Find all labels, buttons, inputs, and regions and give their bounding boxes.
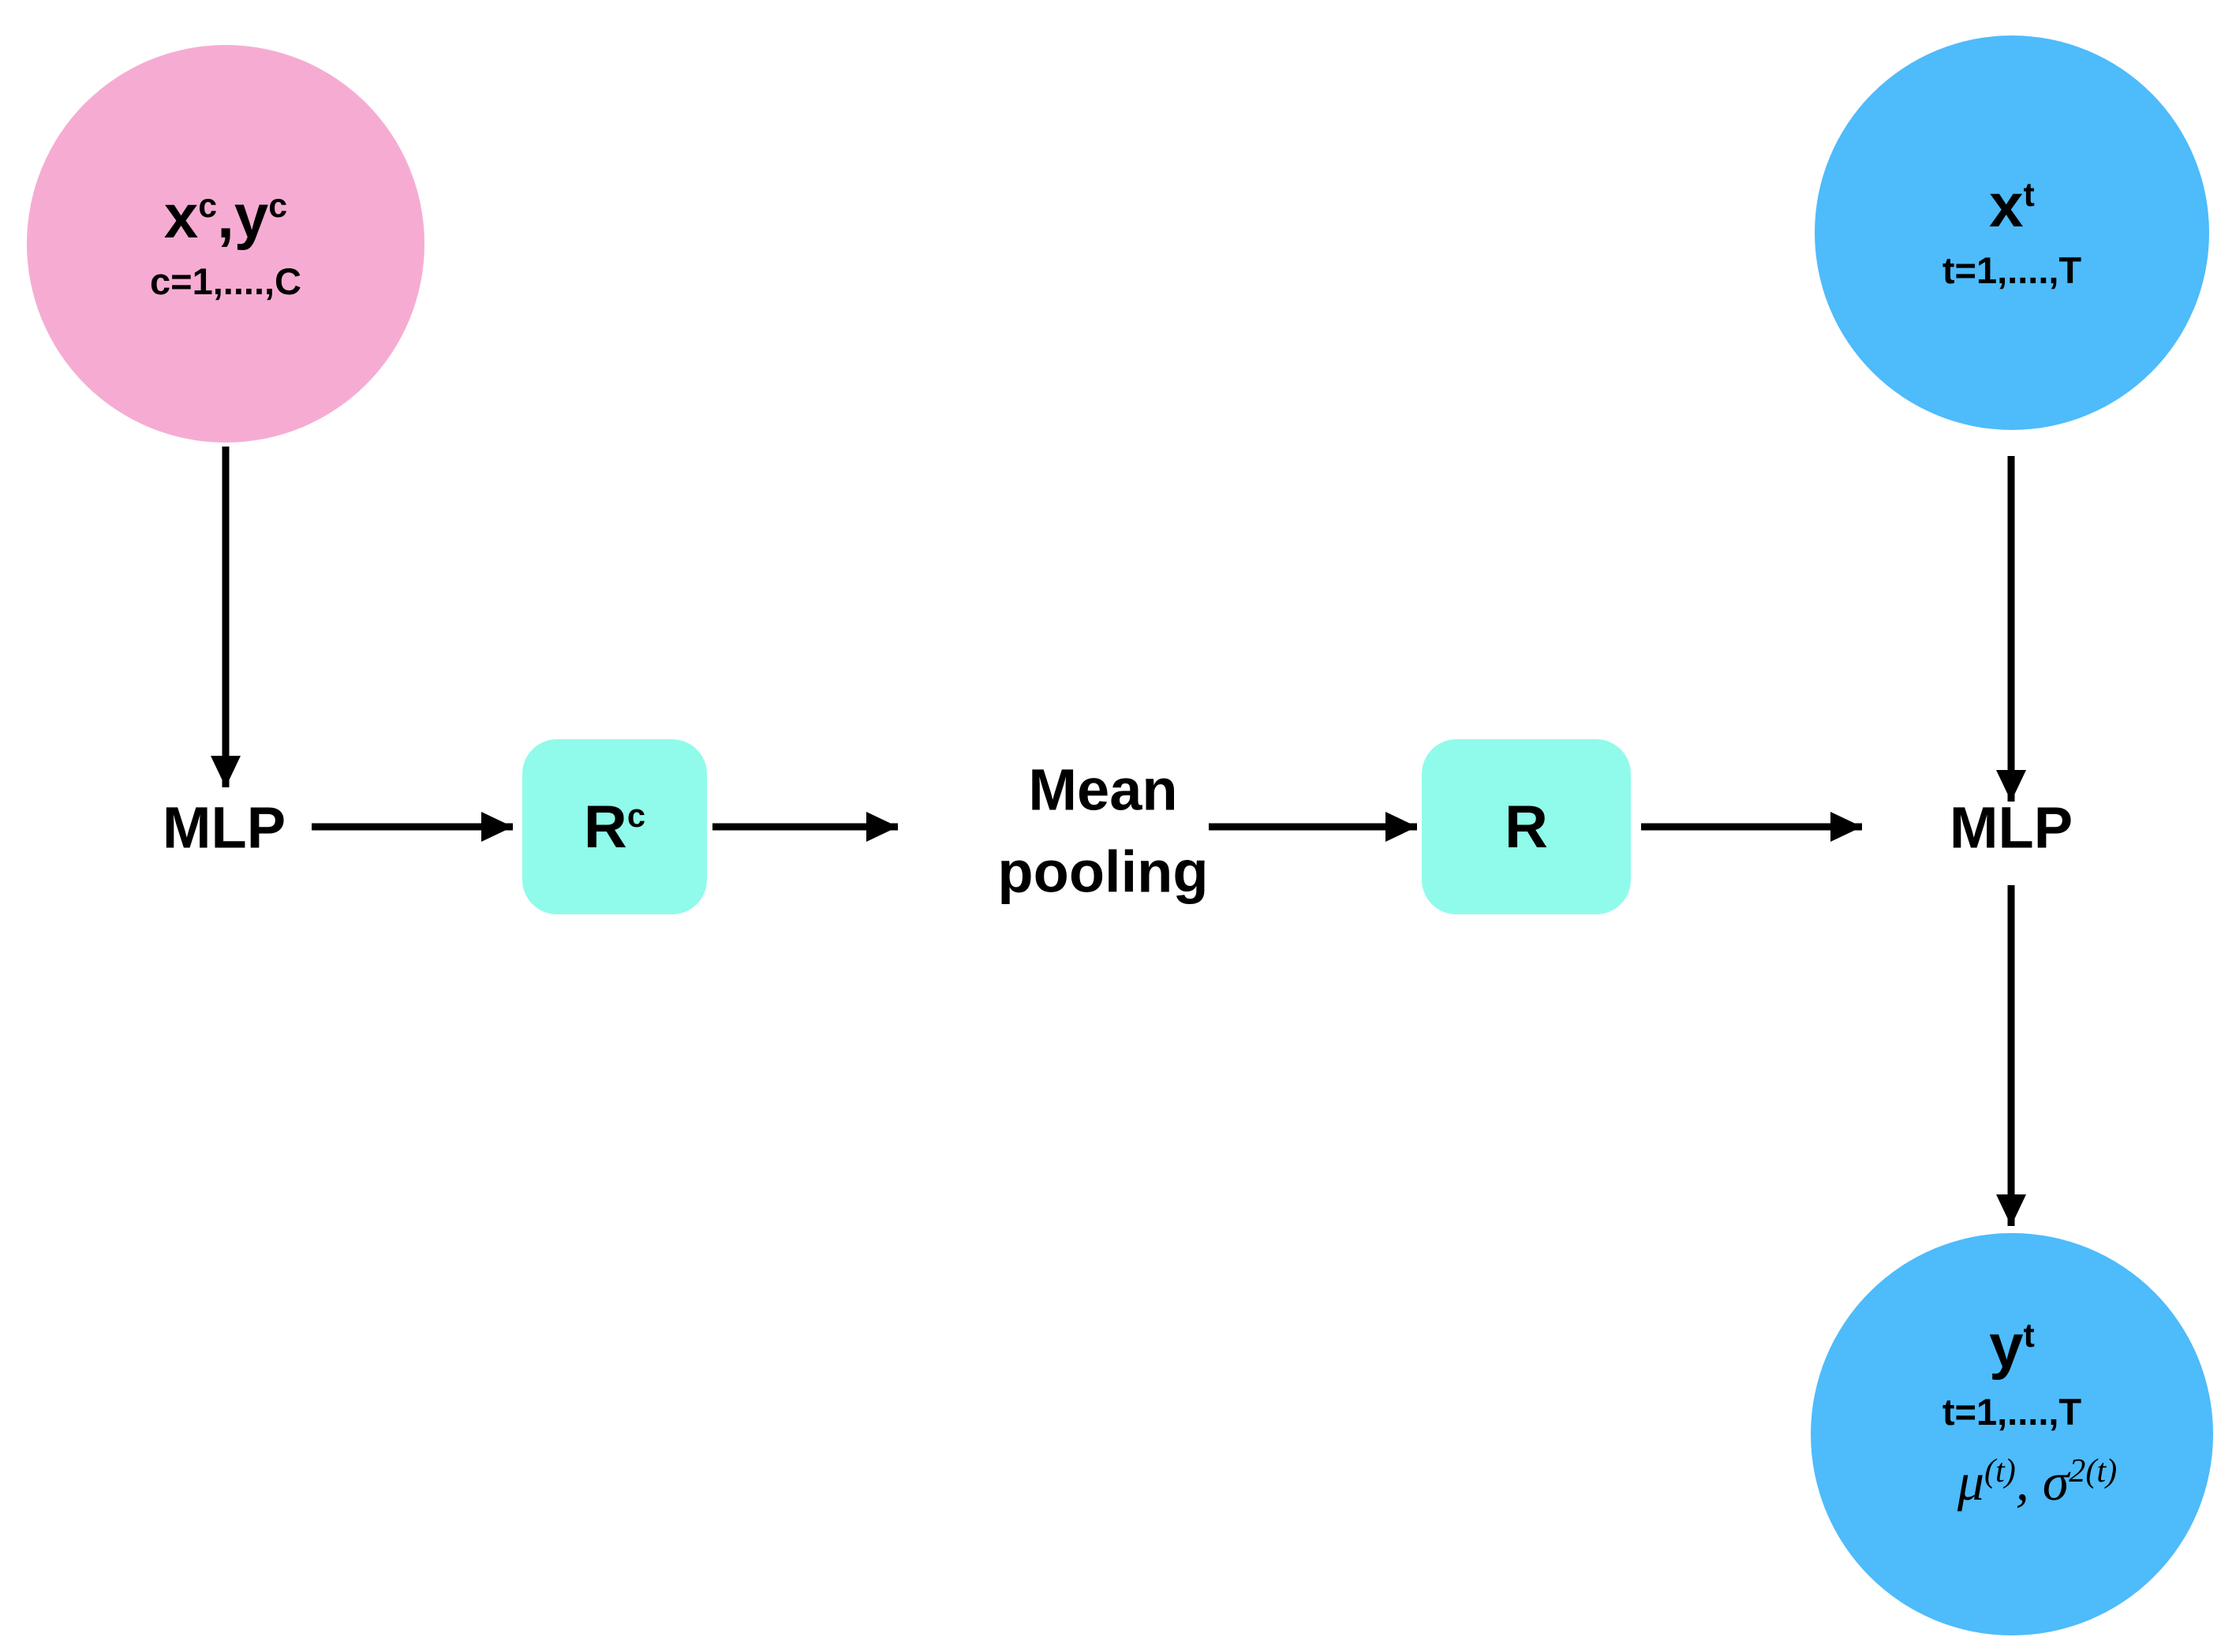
mean-pooling-label: Mean pooling [997, 749, 1208, 912]
target-input-content: xt t=1,....,T [1942, 170, 2082, 293]
target-input-range-label: t=1,....,T [1942, 249, 2082, 292]
context-set-content: xc,yc c=1,....,C [149, 181, 302, 304]
context-range-label: c=1,....,C [149, 260, 302, 303]
target-output-content: yt t=1,....,T μ(t), σ2(t) [1907, 1314, 2117, 1513]
target-output-range-label: t=1,....,T [1942, 1390, 2082, 1433]
target-input-node: xt t=1,....,T [1815, 36, 2209, 430]
context-variables-label: xc,yc [163, 181, 288, 251]
mean-pooling-line1: Mean [1028, 757, 1178, 823]
target-input-variable-label: xt [1989, 170, 2035, 240]
target-output-node: yt t=1,....,T μ(t), σ2(t) [1811, 1233, 2213, 1635]
target-output-variable-label: yt [1989, 1311, 2035, 1381]
context-set-node: xc,yc c=1,....,C [27, 45, 424, 443]
decoder-mlp-label: MLP [1949, 794, 2073, 861]
mean-pooling-line2: pooling [997, 839, 1209, 904]
context-representation-box: Rc [522, 739, 707, 914]
global-representation-box: R [1422, 739, 1631, 914]
encoder-mlp-label: MLP [162, 794, 286, 861]
target-output-distribution-label: μ(t), σ2(t) [1957, 1451, 2118, 1512]
global-representation-label: R [1505, 793, 1548, 861]
context-representation-label: Rc [583, 793, 646, 861]
